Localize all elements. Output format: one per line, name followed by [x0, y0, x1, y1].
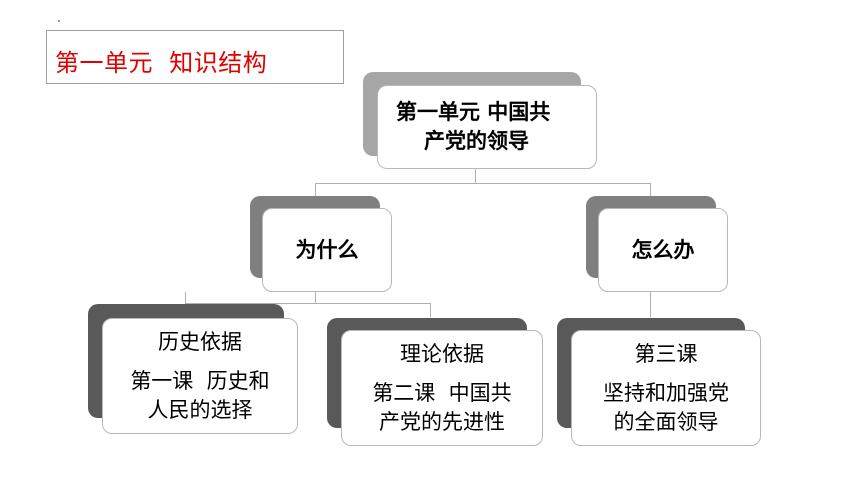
connector-to-leaf2 [430, 303, 431, 317]
stray-dot [58, 20, 60, 22]
leaf-history: 历史依据 第一课 历史和 人民的选择 [102, 318, 298, 434]
how-node-label: 怎么办 [631, 237, 695, 262]
leaf-theory-line1: 第二课 中国共 [372, 380, 512, 405]
root-node-line1: 第一单元 中国共 [396, 100, 551, 124]
leaf-history-line1: 第一课 历史和 [130, 368, 270, 393]
leaf-lesson3: 第三课 坚持和加强党 的全面领导 [571, 330, 761, 446]
connector-how-down [650, 292, 651, 317]
leaf-theory: 理论依据 第二课 中国共 产党的先进性 [341, 330, 543, 446]
leaf-lesson3-line1: 坚持和加强党 [603, 380, 729, 405]
connector-why-down [315, 292, 316, 304]
leaf-history-line2: 人民的选择 [147, 397, 253, 422]
connector-to-why [315, 183, 316, 197]
connector-root-down [475, 168, 476, 184]
connector-mid-horizontal [185, 303, 431, 304]
connector-to-how [650, 183, 651, 197]
leaf-lesson3-heading: 第三课 [634, 341, 698, 366]
leaf-history-heading: 历史依据 [158, 329, 242, 354]
root-node-line2: 产党的领导 [424, 129, 529, 153]
how-node: 怎么办 [598, 208, 728, 292]
root-node: 第一单元 中国共 产党的领导 [377, 85, 597, 169]
why-node: 为什么 [262, 208, 392, 292]
leaf-theory-line2: 产党的先进性 [379, 409, 505, 434]
title-box: 第一单元 知识结构 [46, 30, 344, 84]
leaf-lesson3-line2: 的全面领导 [613, 409, 719, 434]
why-node-label: 为什么 [295, 237, 359, 262]
leaf-theory-heading: 理论依据 [400, 341, 484, 366]
page-title: 第一单元 知识结构 [55, 49, 268, 77]
connector-to-leaf1 [185, 292, 186, 304]
connector-top-horizontal [315, 183, 651, 184]
